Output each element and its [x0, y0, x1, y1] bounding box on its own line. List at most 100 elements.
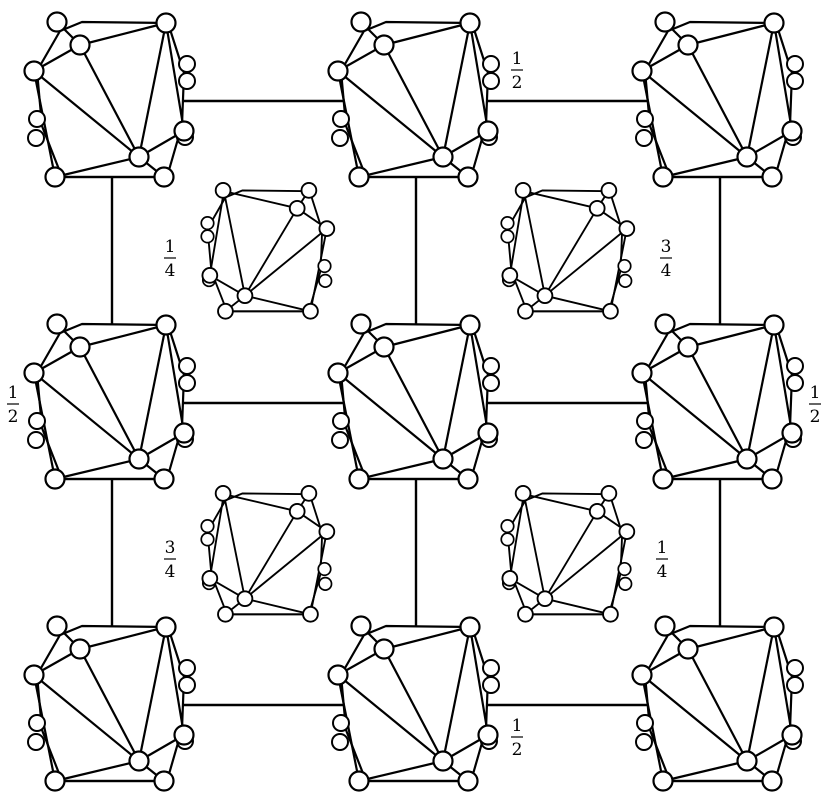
node — [327, 60, 349, 82]
fraction-label-right-middle: 1 2 — [809, 383, 821, 427]
cell-chord — [244, 207, 299, 297]
cell-chord — [523, 190, 598, 210]
fraction-denominator: 2 — [8, 407, 19, 427]
side-node — [482, 357, 500, 375]
side-node — [331, 129, 349, 147]
node — [477, 724, 499, 746]
fraction-numerator: 1 — [8, 383, 19, 403]
cell-chord — [244, 227, 328, 297]
cell-chord — [244, 597, 311, 616]
fraction-label-bottom-middle: 1 2 — [511, 716, 523, 760]
node — [44, 166, 66, 188]
node — [459, 314, 481, 336]
node — [677, 336, 699, 358]
fraction-numerator: 3 — [661, 237, 672, 257]
cell-chord — [54, 155, 140, 179]
node — [477, 422, 499, 444]
side-node — [332, 714, 350, 732]
node — [600, 485, 618, 502]
node — [652, 770, 674, 792]
side-node — [786, 357, 804, 375]
fraction-label-lower-right-small: 1 4 — [656, 538, 668, 582]
side-node — [482, 72, 500, 90]
cell-chord — [79, 625, 167, 651]
cell-chord — [745, 324, 776, 460]
cell-chord — [164, 626, 186, 736]
small-cell — [200, 485, 336, 623]
node — [457, 770, 479, 792]
small-cell — [500, 182, 636, 320]
side-node — [786, 72, 804, 90]
cell-chord — [687, 346, 748, 460]
side-node — [786, 374, 804, 392]
side-node — [318, 273, 333, 288]
node — [128, 448, 150, 470]
fraction-label-lower-left-small: 3 4 — [164, 538, 176, 582]
large-cell — [631, 11, 804, 188]
node — [736, 146, 758, 168]
cell-chord — [662, 759, 748, 783]
side-node — [635, 129, 653, 147]
fraction-label-left-middle: 1 2 — [7, 383, 19, 427]
node — [288, 199, 306, 217]
cell-chord — [222, 493, 246, 599]
node — [781, 724, 803, 746]
side-node — [786, 676, 804, 694]
fraction-denominator: 2 — [810, 407, 821, 427]
cell-chord — [544, 510, 599, 600]
side-node — [178, 72, 196, 90]
node — [348, 468, 370, 490]
node — [201, 267, 219, 284]
cell-chord — [641, 372, 748, 460]
fraction-denominator: 2 — [512, 740, 523, 760]
side-node — [200, 532, 215, 547]
node — [69, 34, 91, 56]
node — [457, 166, 479, 188]
cell-chord — [641, 674, 748, 762]
node — [602, 605, 619, 623]
cell-chord — [508, 494, 525, 579]
side-node — [482, 55, 500, 73]
cell-chord — [745, 22, 776, 158]
fraction-numerator: 1 — [657, 538, 668, 558]
cell-chord — [244, 510, 299, 600]
side-node — [27, 129, 45, 147]
node — [217, 302, 234, 320]
cell-chord — [337, 70, 444, 158]
node — [652, 468, 674, 490]
large-cell — [23, 11, 196, 188]
side-node — [178, 374, 196, 392]
cell-chord — [137, 324, 168, 460]
cell-chord — [79, 323, 167, 349]
node — [236, 590, 254, 608]
node — [631, 60, 653, 82]
node — [781, 422, 803, 444]
side-node — [636, 714, 654, 732]
node — [432, 146, 454, 168]
large-cell — [23, 615, 196, 792]
large-cell — [631, 313, 804, 490]
cell-chord — [641, 70, 748, 158]
cell-chord — [223, 190, 298, 210]
cell-chord — [523, 493, 598, 513]
fraction-denominator: 4 — [661, 261, 672, 281]
fraction-denominator: 4 — [165, 562, 176, 582]
side-node — [317, 561, 332, 577]
node — [652, 166, 674, 188]
cell-chord — [772, 626, 794, 736]
cell-chord — [772, 22, 794, 132]
side-node — [332, 110, 350, 128]
node — [318, 220, 336, 237]
side-node — [500, 519, 515, 534]
node — [348, 166, 370, 188]
node — [236, 287, 254, 305]
node — [173, 120, 195, 142]
small-cell — [500, 485, 636, 623]
fraction-numerator: 1 — [512, 49, 523, 69]
cell-chord — [33, 674, 140, 762]
cell-chord — [522, 190, 546, 296]
node — [763, 616, 785, 638]
node — [350, 11, 372, 33]
cell-chord — [522, 493, 546, 599]
node — [517, 605, 534, 623]
